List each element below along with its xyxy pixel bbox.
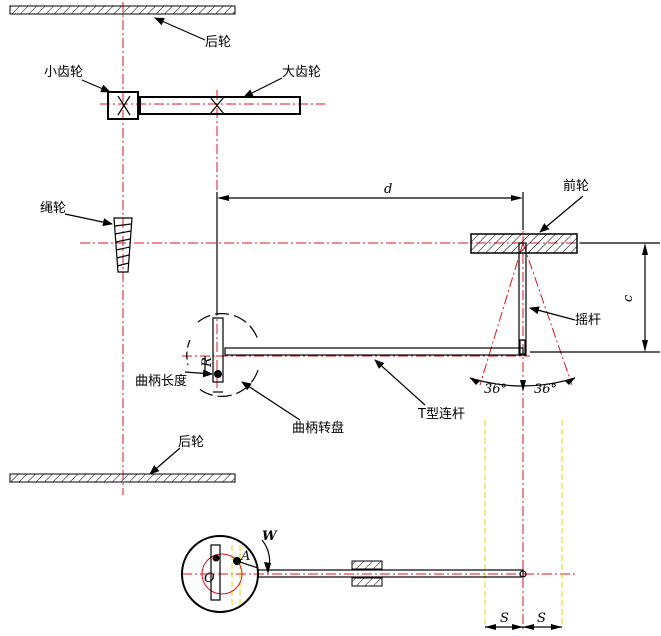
rope-wheel-leader	[64, 213, 113, 227]
rope-wheel-label: 绳轮	[40, 201, 66, 216]
crank-disc-label: 曲柄转盘	[292, 420, 344, 436]
front-wheel-label: 前轮	[563, 178, 589, 194]
small-gear	[107, 91, 139, 120]
front-wheel-leader	[539, 195, 584, 233]
point-a-label: A	[240, 549, 250, 564]
bottom-link	[257, 560, 527, 587]
large-gear-label: 大齿轮	[282, 65, 321, 80]
small-gear-leader	[81, 79, 111, 93]
angle-arc	[469, 377, 576, 392]
rocker-limit-right	[522, 242, 573, 386]
rear-wheel-bottom	[9, 473, 236, 483]
crank-disc-leader	[241, 381, 301, 421]
large-gear-leader	[243, 77, 283, 98]
dimension-d-label: d	[384, 182, 392, 197]
dimension-s-right-label: S	[537, 611, 546, 626]
large-gear	[139, 96, 301, 115]
rear-wheel-top-label: 后轮	[205, 35, 231, 50]
dimension-c	[530, 242, 660, 353]
rocker-limit-left	[479, 242, 524, 386]
dimension-d	[216, 192, 524, 315]
t-link-leader	[374, 359, 426, 406]
bottom-disc	[181, 535, 259, 613]
crank-length-label: 曲柄长度	[135, 373, 187, 389]
small-gear-label: 小齿轮	[44, 65, 83, 80]
omega-label: W	[262, 529, 278, 544]
dimension-s-left-label: S	[500, 611, 509, 626]
angle-left-label: 36°	[484, 382, 507, 397]
point-o-label: O	[204, 571, 215, 586]
rope-wheel	[113, 217, 133, 273]
dimension-c-label: c	[621, 294, 636, 302]
angle-right-label: 36°	[534, 382, 557, 397]
crank-disc	[186, 313, 259, 397]
t-link	[224, 347, 524, 356]
stroke-limit-lines	[231, 420, 563, 628]
crank-length-leader	[184, 369, 213, 378]
rear-wheel-bottom-label: 后轮	[178, 435, 204, 450]
crank-radius-label: R	[200, 357, 215, 368]
rear-wheel-bottom-leader	[149, 447, 181, 475]
rocker-label: 摇杆	[575, 313, 601, 328]
t-link-label: T型连杆	[417, 406, 465, 422]
rotation-arrowhead	[264, 562, 271, 574]
dimension-s	[485, 624, 562, 630]
rear-wheel-top	[9, 5, 236, 41]
rocker-leader	[529, 306, 576, 321]
